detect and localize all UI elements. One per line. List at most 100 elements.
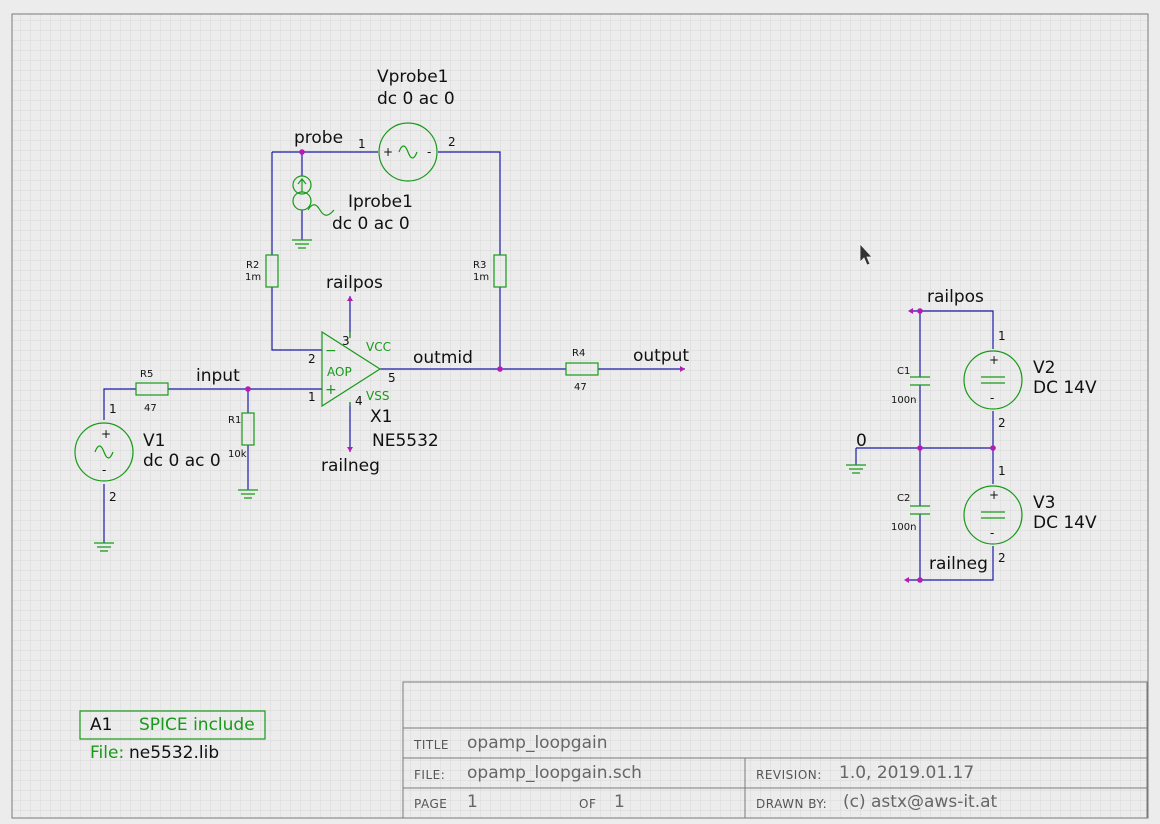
net-input: input — [196, 366, 240, 386]
v3-pin1: 1 — [998, 464, 1006, 478]
title-value: opamp_loopgain — [467, 733, 607, 753]
svg-text:-: - — [990, 391, 994, 405]
ground-iprobe-icon — [292, 239, 312, 249]
grid-area — [12, 14, 1148, 818]
spice-include-block[interactable]: A1 SPICE include File: ne5532.lib — [79, 710, 266, 763]
c2-capacitor[interactable] — [910, 505, 930, 515]
spice-include-file: ne5532.lib — [129, 743, 219, 763]
iprobe1-value: dc 0 ac 0 — [332, 214, 410, 234]
x1-plus-sign: + — [325, 382, 337, 398]
x1-pin-vcc: 3 — [342, 334, 350, 348]
svg-text:+: + — [989, 353, 999, 367]
r2-value: 1m — [245, 272, 261, 283]
file-label: FILE: — [414, 768, 445, 782]
v1-pin1: 1 — [109, 402, 117, 416]
net-arrows — [347, 296, 913, 583]
r1-value: 10k — [228, 449, 247, 460]
r5-ref: R5 — [140, 369, 153, 380]
page-label: PAGE — [414, 797, 447, 811]
spice-include-file-label: File: — [90, 743, 124, 763]
mouse-pointer-icon — [859, 242, 873, 266]
v1-pin2: 2 — [109, 490, 117, 504]
r1-resistor[interactable] — [241, 412, 255, 446]
svg-text:+: + — [383, 145, 393, 159]
net-output: output — [633, 346, 689, 366]
c1-ref: C1 — [897, 366, 910, 377]
svg-text:-: - — [427, 145, 431, 159]
v2-dc-source[interactable]: + - 1 2 — [963, 329, 1023, 430]
svg-text:-: - — [990, 526, 994, 540]
c1-capacitor[interactable] — [910, 376, 930, 386]
ground-zero-icon — [846, 464, 866, 474]
v2-value: DC 14V — [1033, 378, 1097, 398]
x1-pin-inv: 2 — [308, 352, 316, 366]
x1-pin-vss: 4 — [355, 394, 363, 408]
net-probe: probe — [294, 128, 343, 148]
ground-v1-icon — [94, 542, 114, 552]
net-railpos-top: railpos — [326, 273, 383, 293]
svg-text:+: + — [989, 488, 999, 502]
r3-value: 1m — [473, 272, 489, 283]
x1-vcc-label: VCC — [366, 340, 391, 354]
spice-include-title: SPICE include — [139, 715, 255, 735]
x1-pin-noninv: 1 — [308, 390, 316, 404]
x1-pin-out: 5 — [388, 371, 396, 385]
junctions — [245, 149, 996, 583]
r5-resistor[interactable] — [135, 382, 169, 396]
v1-ref: V1 — [143, 431, 165, 451]
title-label: TITLE — [413, 738, 449, 752]
r1-ref: R1 — [228, 415, 241, 426]
r3-ref: R3 — [473, 260, 486, 271]
iprobe1-ref: Iprobe1 — [348, 192, 413, 212]
net-railneg-bottom: railneg — [321, 456, 380, 476]
vprobe1-value: dc 0 ac 0 — [377, 89, 455, 109]
title-block: TITLE opamp_loopgain FILE: opamp_loopgai… — [402, 681, 1148, 819]
v2-pin1: 1 — [998, 329, 1006, 343]
of-value: 1 — [614, 792, 625, 812]
x1-value: NE5532 — [372, 431, 439, 451]
r3-resistor[interactable] — [493, 254, 507, 288]
r4-ref: R4 — [572, 348, 585, 359]
drawn-by-value: (c) astx@aws-it.at — [843, 792, 998, 812]
c1-value: 100n — [891, 395, 916, 406]
svg-text:+: + — [101, 427, 111, 441]
x1-vss-label: VSS — [366, 389, 389, 403]
x1-opamp[interactable]: − + AOP VCC VSS 2 1 3 4 5 — [308, 330, 396, 408]
r5-value: 47 — [144, 403, 157, 414]
c2-ref: C2 — [897, 493, 910, 504]
ground-r1-icon — [238, 489, 258, 499]
net-ground-zero: 0 — [856, 431, 867, 451]
vprobe1-symbol[interactable]: + - 1 2 — [358, 122, 456, 182]
net-railpos-right: railpos — [927, 287, 984, 307]
r4-resistor[interactable] — [565, 362, 599, 376]
vprobe1-pin2: 2 — [448, 135, 456, 149]
r2-resistor[interactable] — [265, 254, 279, 288]
spice-include-ref: A1 — [90, 715, 112, 735]
x1-ref: X1 — [370, 407, 392, 427]
v3-value: DC 14V — [1033, 513, 1097, 533]
v1-source[interactable]: + - 1 2 — [74, 402, 134, 504]
c2-value: 100n — [891, 522, 916, 533]
file-value: opamp_loopgain.sch — [467, 763, 642, 783]
r4-value: 47 — [574, 382, 587, 393]
net-railneg-right: railneg — [929, 554, 988, 574]
drawn-by-label: DRAWN BY: — [756, 797, 827, 811]
svg-text:-: - — [102, 463, 106, 477]
v1-value: dc 0 ac 0 — [143, 451, 221, 471]
x1-minus-sign: − — [325, 343, 337, 359]
vprobe1-ref: Vprobe1 — [377, 67, 449, 87]
v3-dc-source[interactable]: + - 1 2 — [963, 464, 1023, 565]
r2-ref: R2 — [246, 260, 259, 271]
revision-label: REVISION: — [756, 768, 822, 782]
net-outmid: outmid — [413, 348, 473, 368]
v2-pin2: 2 — [998, 416, 1006, 430]
iprobe1-symbol[interactable] — [292, 175, 335, 216]
page-value: 1 — [467, 792, 478, 812]
v3-pin2: 2 — [998, 551, 1006, 565]
x1-body-label: AOP — [327, 365, 352, 379]
of-label: OF — [579, 797, 596, 811]
vprobe1-pin1: 1 — [358, 137, 366, 151]
revision-value: 1.0, 2019.01.17 — [839, 763, 974, 783]
v2-ref: V2 — [1033, 358, 1055, 378]
